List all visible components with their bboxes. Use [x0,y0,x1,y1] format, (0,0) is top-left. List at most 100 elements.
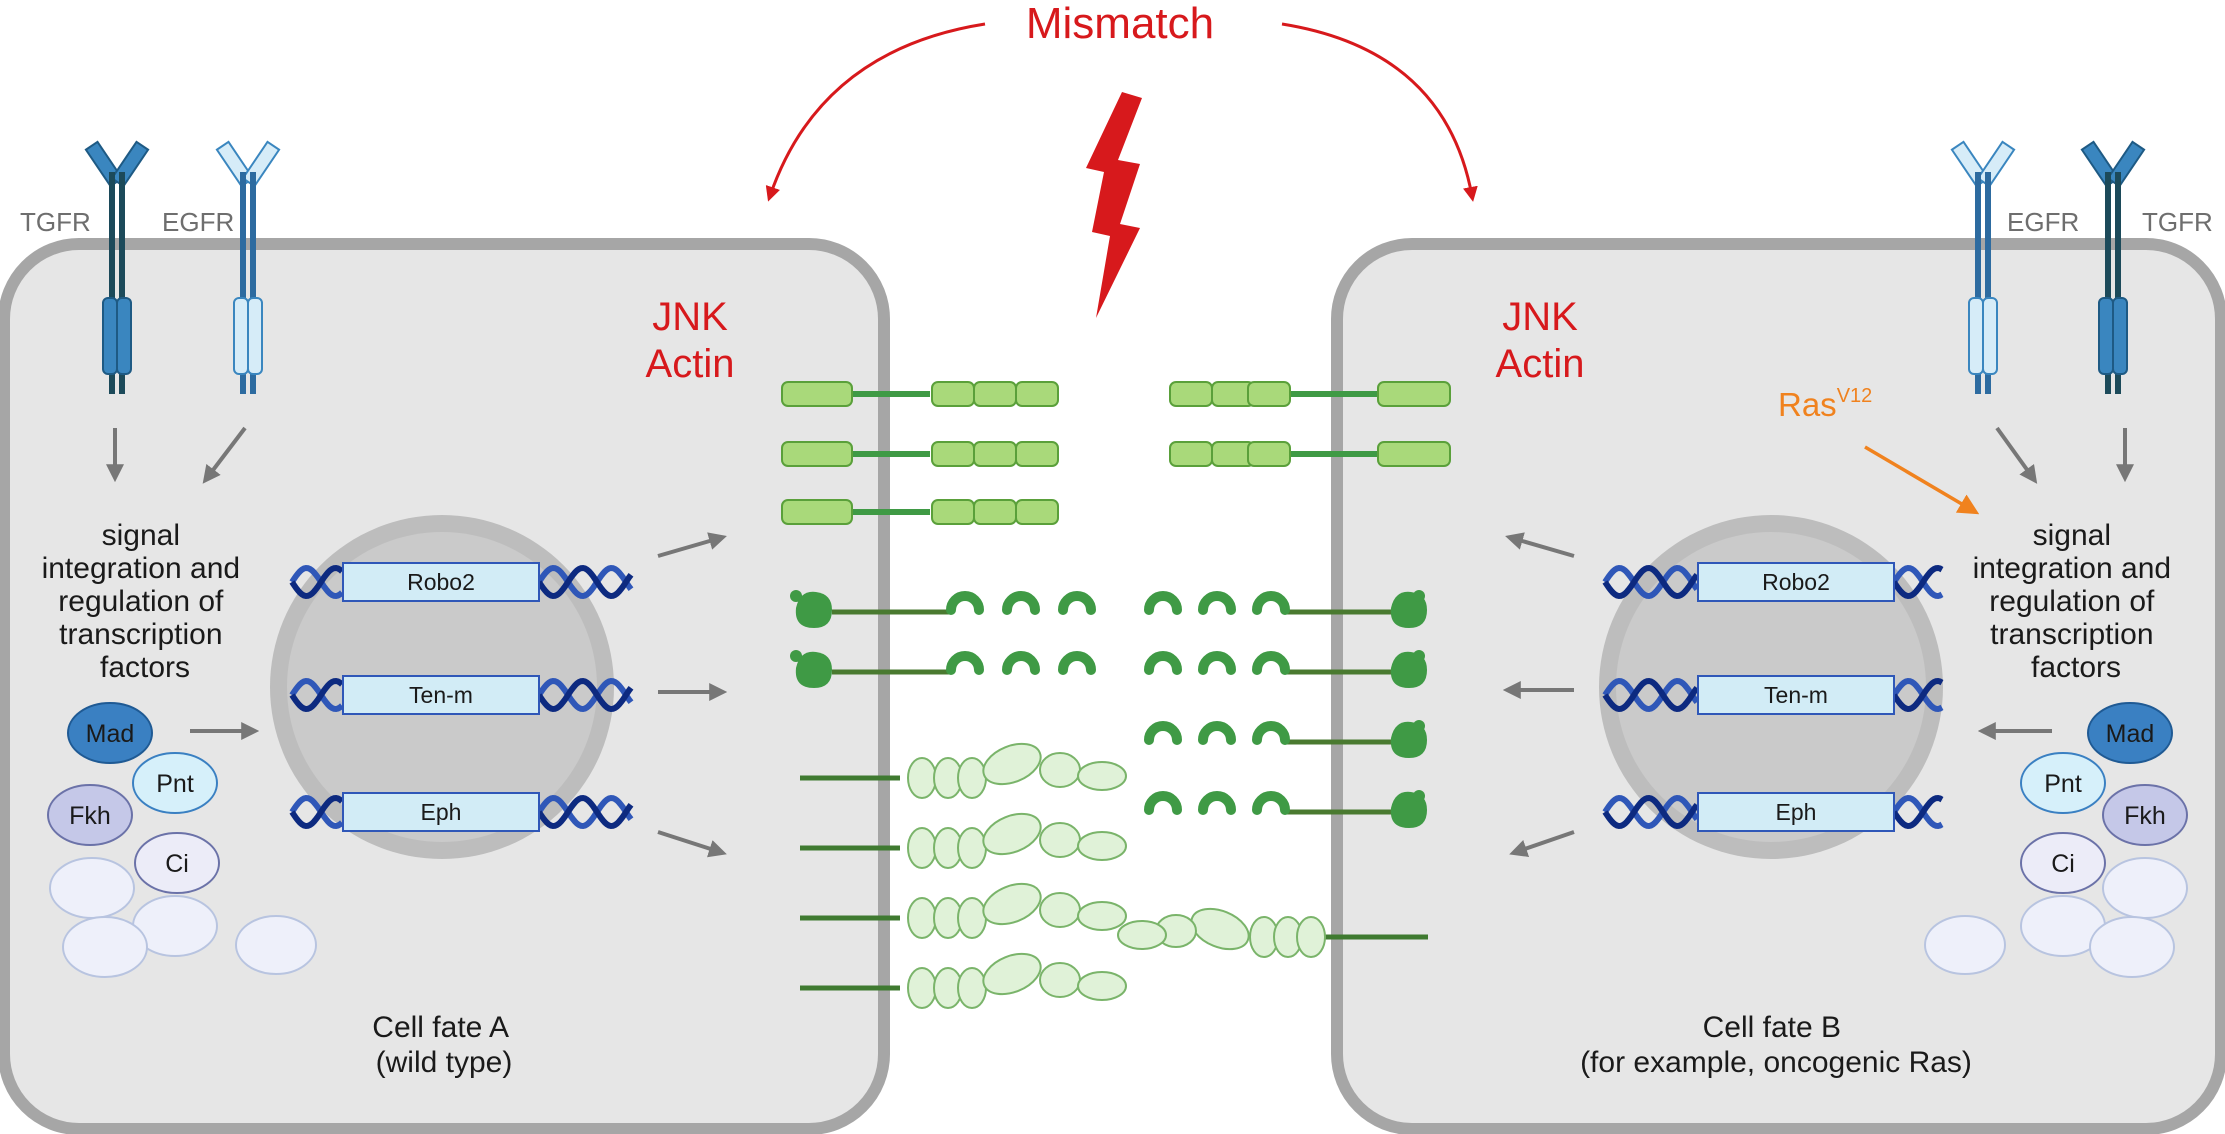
eph-domain [957,827,987,869]
eph-domain [1039,822,1081,858]
dna-strand [289,794,344,830]
eph-domain [1296,916,1326,958]
left-tf-mad [67,702,153,764]
teneurin-arch [1252,651,1290,675]
eph-domain [907,827,937,869]
dna-strand [536,794,634,830]
left-signal-text: signal integration and regulation of tra… [42,519,249,684]
receptor-arm [241,140,281,188]
protein-domain [931,441,975,467]
left-gene-tenm: Ten-m [409,682,473,708]
eph-domain [1077,901,1127,931]
right-tf-fkh-label: Fkh [2124,802,2166,830]
left-tf-pnt [132,752,218,814]
protein-domain [1015,381,1059,407]
receptor-stem [2105,172,2111,394]
left-blob [235,915,317,975]
receptor-stem [240,172,246,394]
dna-strand [1602,564,1700,600]
mismatch-arrow-right [1281,22,1478,202]
eph-domain [957,967,987,1009]
right-robo2-arrow [1505,532,1575,558]
teneurin-arch [1144,591,1182,615]
right-tgfr-label: TGFR [2142,207,2213,237]
protein-domain [1015,499,1059,525]
left-gene-box-robo2 [342,562,540,602]
dna-strand [1891,794,1944,830]
receptor-stem [250,172,256,394]
receptor-tm [233,297,249,375]
left-egfr-label: EGFR [162,207,234,237]
left-tf-fkh [47,784,133,846]
protein-domain [931,499,975,525]
dna-strand [536,677,634,713]
right-signal-text: signal integration and regulation of tra… [1973,519,2180,684]
right-tf-fkh [2102,784,2188,846]
teneurin-head [795,591,832,628]
eph-domain [1117,920,1167,950]
dna-strand [289,564,344,600]
dna-strand [536,794,634,830]
adhesion-proteins [781,381,1451,1009]
protein-domain [781,381,853,407]
teneurin-head [790,590,802,602]
receptor-arm [1976,140,2016,188]
right-egfr-arrow [1995,426,2038,484]
tgfr-receptor-left [84,140,150,394]
right-eph-arrow [1509,830,1575,857]
left-eph-arrow [657,830,727,858]
right-egfr-label: EGFR [2007,207,2079,237]
right-tf-ci [2020,832,2106,894]
dna-strand [1891,677,1944,713]
right-tf-mad-label: Mad [2106,720,2155,748]
receptor-tm [1982,297,1998,375]
receptor-stem [109,172,115,394]
teneurin-arch [1058,651,1096,675]
protein-domain [781,441,853,467]
teneurin-arch [1252,791,1290,815]
left-tf-mad-label: Mad [86,720,135,748]
protein-domain [781,499,853,525]
teneurin-head [1413,790,1425,802]
right-gene-tenm: Ten-m [1764,682,1828,708]
teneurin-arch [1144,791,1182,815]
teneurin-head [1413,720,1425,732]
right-gene-eph: Eph [1776,799,1817,825]
protein-domain [1169,381,1213,407]
egfr-receptor-left [215,140,281,394]
dna-strand [536,564,634,600]
receptor-tm [2098,297,2114,375]
teneurin-arch [1144,651,1182,675]
dna-strand [1602,794,1700,830]
left-tf-fkh-label: Fkh [69,802,111,830]
left-tf-ci [134,832,220,894]
teneurin-arch [946,651,984,675]
dna-strand [1602,794,1700,830]
tgfr-receptor-right [2080,140,2146,394]
teneurin-arch [1002,651,1040,675]
egfr-receptor-right [1950,140,2016,394]
receptor-tm [2112,297,2128,375]
eph-domain [1077,971,1127,1001]
teneurin-head [1413,590,1425,602]
protein-domain [1015,441,1059,467]
dna-strand [1602,677,1700,713]
teneurin-arch [1198,591,1236,615]
dna-strand [289,677,344,713]
dna-strand [536,564,634,600]
left-blob [62,916,148,978]
eph-domain [1039,752,1081,788]
teneurin-arch [1198,651,1236,675]
lightning-bolt-icon [1086,92,1142,318]
teneurin-arch [1144,721,1182,745]
left-gene-robo2: Robo2 [407,569,475,595]
dna-strand [1602,677,1700,713]
eph-domain [907,897,937,939]
eph-domain [1190,907,1250,951]
eph-domain [982,812,1042,856]
eph-domain [982,742,1042,786]
teneurin-arch [1252,721,1290,745]
receptor-arm [2106,140,2146,188]
dna-strand [289,794,344,830]
protein-domain [973,381,1017,407]
